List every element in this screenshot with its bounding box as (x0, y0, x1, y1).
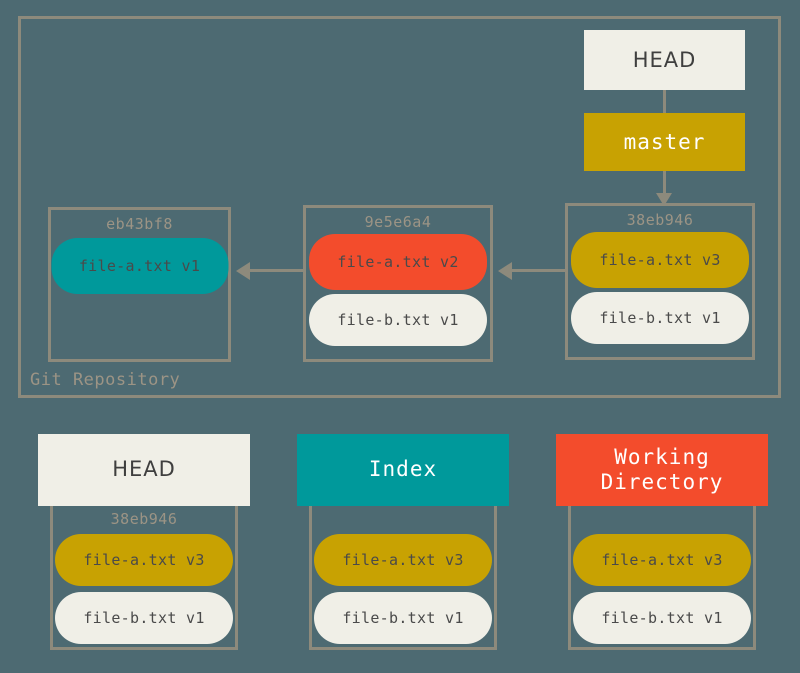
file-blob-pill: file-b.txt v1 (55, 592, 233, 644)
panel-title-line-2: Directory (600, 470, 724, 494)
panel-header-index[interactable]: Index (297, 434, 509, 506)
panel-body-index: file-a.txt v3 file-b.txt v1 (309, 506, 497, 650)
panel-header-working-directory[interactable]: Working Directory (556, 434, 768, 506)
commit-parent-link (250, 269, 305, 272)
panel-hash-label: 38eb946 (110, 510, 178, 528)
file-blob-pill: file-a.txt v1 (51, 238, 228, 294)
arrow-left-icon (498, 262, 512, 280)
master-to-commit-connector (663, 171, 666, 197)
file-blob-pill: file-a.txt v2 (309, 234, 487, 290)
file-blob-pill: file-a.txt v3 (314, 534, 492, 586)
panel-title-line-1: Working (614, 444, 710, 469)
commit-node-eb43bf8[interactable]: eb43bf8 file-a.txt v1 (48, 207, 231, 362)
master-branch-box[interactable]: master (584, 113, 745, 171)
commit-node-38eb946[interactable]: 38eb946 file-a.txt v3 file-b.txt v1 (565, 203, 755, 360)
git-repository-frame (18, 16, 781, 398)
master-to-commit-arrow-icon (656, 193, 672, 206)
commit-hash-label: 38eb946 (626, 211, 694, 229)
arrow-left-icon (236, 262, 250, 280)
commit-node-9e5e6a4[interactable]: 9e5e6a4 file-a.txt v2 file-b.txt v1 (303, 205, 493, 362)
commit-hash-label: eb43bf8 (106, 215, 173, 233)
panel-header-head[interactable]: HEAD (38, 434, 250, 506)
file-blob-pill: file-b.txt v1 (573, 592, 751, 644)
file-blob-pill: file-b.txt v1 (309, 294, 487, 346)
file-blob-pill: file-b.txt v1 (571, 292, 749, 344)
panel-body-working-directory: file-a.txt v3 file-b.txt v1 (568, 506, 756, 650)
git-repository-label: Git Repository (30, 370, 181, 390)
panel-body-head: 38eb946 file-a.txt v3 file-b.txt v1 (50, 506, 238, 650)
head-ref-box[interactable]: HEAD (584, 30, 745, 90)
file-blob-pill: file-a.txt v3 (571, 232, 749, 288)
file-blob-pill: file-a.txt v3 (573, 534, 751, 586)
file-blob-pill: file-b.txt v1 (314, 592, 492, 644)
commit-parent-link (512, 269, 567, 272)
head-to-master-connector (663, 90, 666, 113)
commit-hash-label: 9e5e6a4 (364, 213, 432, 231)
file-blob-pill: file-a.txt v3 (55, 534, 233, 586)
